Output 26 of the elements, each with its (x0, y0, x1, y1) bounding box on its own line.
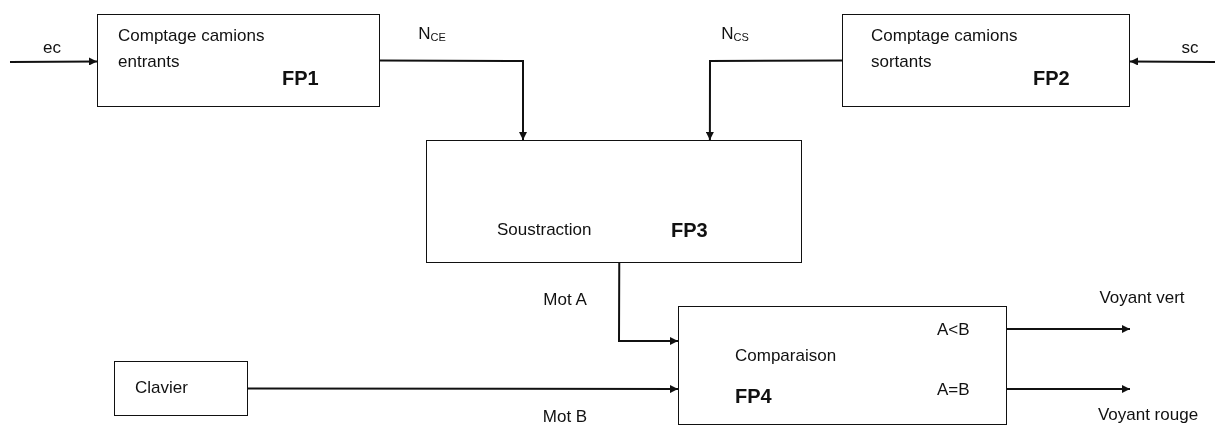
arrow (247, 385, 679, 394)
block-id: FP3 (671, 218, 708, 243)
arrow (705, 59, 843, 141)
arrow (379, 59, 527, 141)
block-label: Soustraction (497, 219, 592, 241)
arrow (1129, 57, 1216, 66)
arrow (1006, 325, 1131, 333)
block-label: Clavier (135, 377, 188, 399)
block-label: Comparaison (735, 345, 837, 367)
block-id: FP4 (735, 384, 772, 409)
block-label: Comptage camions sortants (871, 25, 1019, 74)
edge-label: Voyant rouge (1097, 405, 1199, 426)
arrow (9, 57, 98, 66)
edge-label: Voyant vert (1099, 288, 1185, 309)
block-label: A<B (937, 319, 970, 341)
process-box (426, 140, 802, 263)
process-box (97, 14, 380, 107)
process-box (678, 306, 1007, 425)
process-box (842, 14, 1130, 107)
block-label: A=B (937, 379, 970, 401)
arrow (1006, 385, 1131, 393)
process-box (114, 361, 248, 416)
block-id: FP1 (282, 66, 319, 91)
block-id: FP2 (1033, 66, 1070, 91)
block-label: Comptage camions entrants (118, 25, 266, 74)
arrow (618, 262, 679, 345)
